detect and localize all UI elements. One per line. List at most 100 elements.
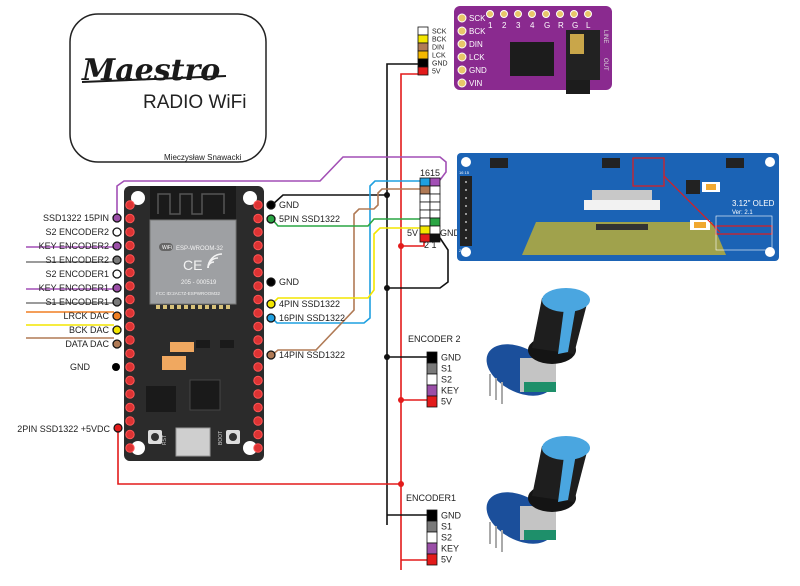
dac-board-top-pad: [542, 10, 550, 18]
esp32-pad: [125, 240, 135, 251]
dac-board-top-pin-label: L: [586, 21, 591, 30]
left-pin-dot: [112, 339, 122, 349]
left-pin-dot: [112, 241, 122, 251]
wire-gnd-trunk: [386, 63, 418, 525]
module-name: ESP-WROOM-32: [176, 246, 224, 252]
esp32-pad: [253, 443, 263, 453]
oled-header-top-label: 1615: [420, 168, 440, 178]
left-gnd-label: GND: [70, 362, 91, 372]
module-reg-code: 205 - 000519: [181, 280, 217, 286]
dac-board-pin-label: GND: [469, 66, 487, 75]
product-subtitle: RADIO WiFi: [143, 92, 246, 113]
left-pin-dot: [112, 227, 122, 237]
encoder-pin: [426, 520, 438, 533]
esp32-pad: [125, 335, 135, 345]
wifi-signal-icon: [207, 253, 223, 269]
dac-jack-label-2: OUT: [602, 58, 608, 71]
wire-brown-14pin: [271, 188, 424, 356]
esp32-pad: [253, 294, 263, 305]
left-pin-dot: [112, 255, 122, 265]
encoder-pin: [426, 395, 438, 408]
left-pin-dot: [112, 269, 122, 279]
encoder-pin: [426, 351, 438, 364]
encoder-pin-label: KEY: [441, 386, 459, 396]
esp32-pad: [253, 267, 263, 278]
dac-header-pin-label: LCK: [432, 53, 446, 60]
encoder-pin: [426, 531, 438, 544]
ce-mark: CE: [183, 257, 202, 273]
dac-board-top-pad: [556, 10, 564, 18]
wire-blue-16pin: [271, 180, 424, 324]
esp32-pad: [125, 348, 135, 359]
right-pin-label: GND: [279, 200, 300, 210]
dac-header-pin: [417, 66, 429, 76]
left-power-dot: [113, 423, 123, 433]
dac-header-pin-label: DIN: [432, 45, 444, 52]
author-name: Mieczysław Snawacki: [164, 153, 242, 162]
left-pin-label: LRCK DAC: [63, 311, 109, 321]
esp32-pad: [253, 254, 263, 264]
encoder-pin: [426, 362, 438, 375]
left-pin-label: DATA DAC: [65, 339, 109, 349]
oled-connector-pin: [419, 193, 431, 203]
esp32-pad: [125, 443, 135, 453]
usb-port: [175, 427, 211, 457]
left-gnd-dot: [112, 363, 120, 371]
dac-board-pin-label: VIN: [469, 79, 483, 88]
left-pin-dot: [112, 297, 122, 307]
encoder-pin: [426, 553, 438, 566]
dac-board-pad: [457, 39, 467, 49]
oled-connector-pin: [419, 177, 431, 187]
dac-header-pin: [417, 50, 429, 60]
dac-board-pin-label: BCK: [469, 27, 486, 36]
dac-board-pad: [457, 78, 467, 88]
esp32-pad: [253, 335, 263, 345]
right-pin-dot: [266, 200, 276, 210]
left-pin-label: S1 ENCODER2: [45, 255, 109, 265]
esp32-pad: [125, 321, 135, 332]
encoder-pin-label: S1: [441, 522, 452, 532]
encoder-pin-label: S2: [441, 533, 452, 543]
dac-header-pin: [417, 42, 429, 52]
right-pin-dot: [266, 350, 276, 360]
encoder1-title: ENCODER1: [406, 493, 456, 503]
dac-board-pin-label: LCK: [469, 53, 485, 62]
oled-header-5v-label: 5V: [407, 228, 418, 238]
esp32-pad: [253, 321, 263, 332]
dac-header-pin-label: BCK: [432, 37, 447, 44]
oled-connector-pin: [429, 193, 441, 203]
encoder-pin-label: GND: [441, 353, 462, 363]
dac-header-pin-label: SCK: [432, 29, 447, 36]
esp32-pad: [125, 416, 135, 426]
esp32-pad: [125, 227, 135, 237]
brand-logo: Maestro: [81, 53, 220, 88]
left-pin-label: BCK DAC: [69, 325, 110, 335]
dac-board-top-pad: [514, 10, 522, 18]
wire-yellow-4pin: [271, 227, 424, 305]
esp32-pad: [125, 267, 135, 278]
esp32-pad: [253, 375, 263, 386]
esp32-pad: [253, 429, 263, 440]
right-pin-dot: [266, 277, 276, 287]
left-pin-label: KEY ENCODER2: [39, 241, 109, 251]
oled-board-version: Ver: 2.1: [732, 210, 753, 216]
wires: [26, 63, 449, 570]
right-pin-dot: [266, 214, 276, 224]
encoder-pin-label: 5V: [441, 397, 452, 407]
dac-header-pin-label: 5V: [432, 69, 441, 76]
dac-board-pad: [457, 52, 467, 62]
oled-connector-pin: [429, 209, 441, 219]
right-pin-label: 5PIN SSD1322: [279, 214, 340, 224]
oled-connector-pin: [419, 225, 431, 235]
dac-board-pad: [457, 65, 467, 75]
left-pin-label: S2 ENCODER1: [45, 269, 109, 279]
oled-connector-pin: [419, 201, 431, 211]
encoder-pin-label: S2: [441, 375, 452, 385]
dac-board-top-pin-label: 4: [530, 21, 535, 30]
encoder2-title: ENCODER 2: [408, 334, 461, 344]
right-pin-label: 4PIN SSD1322: [279, 299, 340, 309]
